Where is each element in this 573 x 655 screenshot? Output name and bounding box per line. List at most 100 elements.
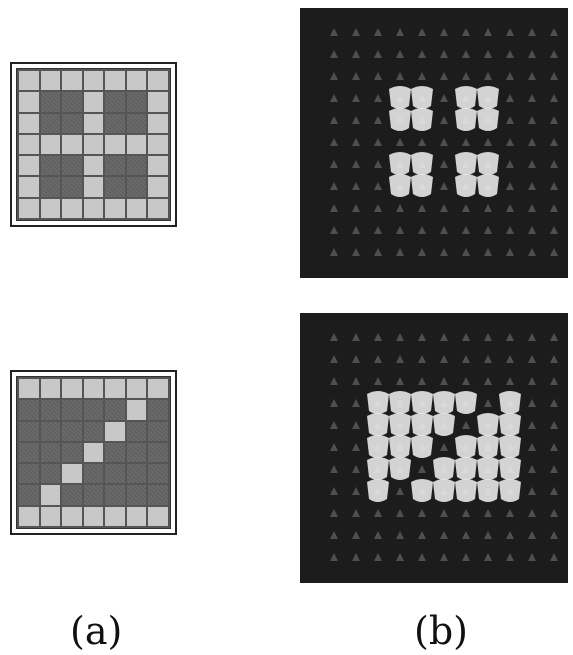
grid-cell (127, 92, 147, 111)
grid-cell (127, 114, 147, 133)
bright-spot (455, 479, 477, 502)
bright-spot (433, 413, 455, 436)
bright-spot (411, 413, 433, 436)
grid-cell (41, 443, 61, 462)
bright-spot (389, 457, 411, 480)
pattern-grid-top (10, 62, 177, 227)
grid-cell (41, 135, 61, 154)
grid-cell (41, 114, 61, 133)
grid-cell (148, 156, 168, 175)
bright-spot (499, 435, 521, 458)
grid-cell (41, 156, 61, 175)
grid-cell (105, 379, 125, 398)
bright-spot (477, 152, 499, 175)
grid-cell (84, 443, 104, 462)
grid-cell (62, 177, 82, 196)
grid-cell (62, 135, 82, 154)
grid-cell (84, 507, 104, 526)
grid-cell (84, 199, 104, 218)
grid-cell (105, 156, 125, 175)
grid-cell (19, 507, 39, 526)
bright-spot (455, 86, 477, 109)
grid-cell (148, 114, 168, 133)
grid-cell (127, 71, 147, 90)
grid-cell (62, 422, 82, 441)
grid-cell (84, 92, 104, 111)
grid-cell (19, 135, 39, 154)
grid-cell (19, 92, 39, 111)
grid-cell (19, 379, 39, 398)
grid-cell (148, 464, 168, 483)
grid-cell (105, 199, 125, 218)
bright-spot (433, 457, 455, 480)
grid-cell (84, 156, 104, 175)
grid-cell (62, 507, 82, 526)
grid-cell (127, 156, 147, 175)
grid-cell (84, 114, 104, 133)
grid-cell (105, 400, 125, 419)
grid-cell (41, 379, 61, 398)
grid-cell (148, 199, 168, 218)
bright-spot (477, 174, 499, 197)
grid-cell (84, 485, 104, 504)
grid-cell (19, 156, 39, 175)
grid-cell (41, 422, 61, 441)
grid-cell (41, 71, 61, 90)
grid-cell (105, 422, 125, 441)
grid-cell (41, 92, 61, 111)
grid-cell (148, 71, 168, 90)
grid-cell (127, 464, 147, 483)
grid-cell (62, 379, 82, 398)
grid-cell (105, 485, 125, 504)
bright-spot (411, 435, 433, 458)
bright-spot (499, 413, 521, 436)
bright-spot (455, 108, 477, 131)
grid-cell (84, 135, 104, 154)
bright-spot (411, 391, 433, 414)
grid-cell (19, 71, 39, 90)
grid-cell (19, 464, 39, 483)
grid-cell (62, 114, 82, 133)
grid-cell (19, 114, 39, 133)
grid-cell (105, 114, 125, 133)
bright-spot (389, 391, 411, 414)
bright-spot (433, 479, 455, 502)
grid-cell (41, 177, 61, 196)
grid-cell (62, 71, 82, 90)
grid-cell (84, 400, 104, 419)
grid-cell (19, 422, 39, 441)
bright-spot (411, 174, 433, 197)
grid-cell (84, 177, 104, 196)
bright-spot (499, 391, 521, 414)
bright-spot (367, 391, 389, 414)
grid-cell (148, 443, 168, 462)
grid-cell (127, 400, 147, 419)
bright-spot (367, 435, 389, 458)
grid-cell (19, 199, 39, 218)
grid-cell (105, 443, 125, 462)
bright-spot (367, 457, 389, 480)
bright-spot (455, 391, 477, 414)
pattern-grid-bottom (10, 370, 177, 535)
grid-cell (148, 422, 168, 441)
photo-svg (300, 313, 568, 583)
grid-cell (19, 485, 39, 504)
bright-spot (389, 86, 411, 109)
grid-cell (62, 92, 82, 111)
grid-cell (19, 177, 39, 196)
grid-cell (62, 156, 82, 175)
grid-cell (148, 485, 168, 504)
grid-cell (127, 177, 147, 196)
bright-spot (455, 435, 477, 458)
pattern-grid-bottom-cells (16, 376, 171, 529)
grid-cell (105, 71, 125, 90)
pattern-grid-top-cells (16, 68, 171, 221)
bright-spot (389, 435, 411, 458)
grid-cell (127, 485, 147, 504)
bright-spot (477, 435, 499, 458)
bright-spot (477, 108, 499, 131)
grid-cell (105, 507, 125, 526)
grid-cell (41, 485, 61, 504)
grid-cell (148, 507, 168, 526)
label-b: (b) (414, 612, 468, 650)
